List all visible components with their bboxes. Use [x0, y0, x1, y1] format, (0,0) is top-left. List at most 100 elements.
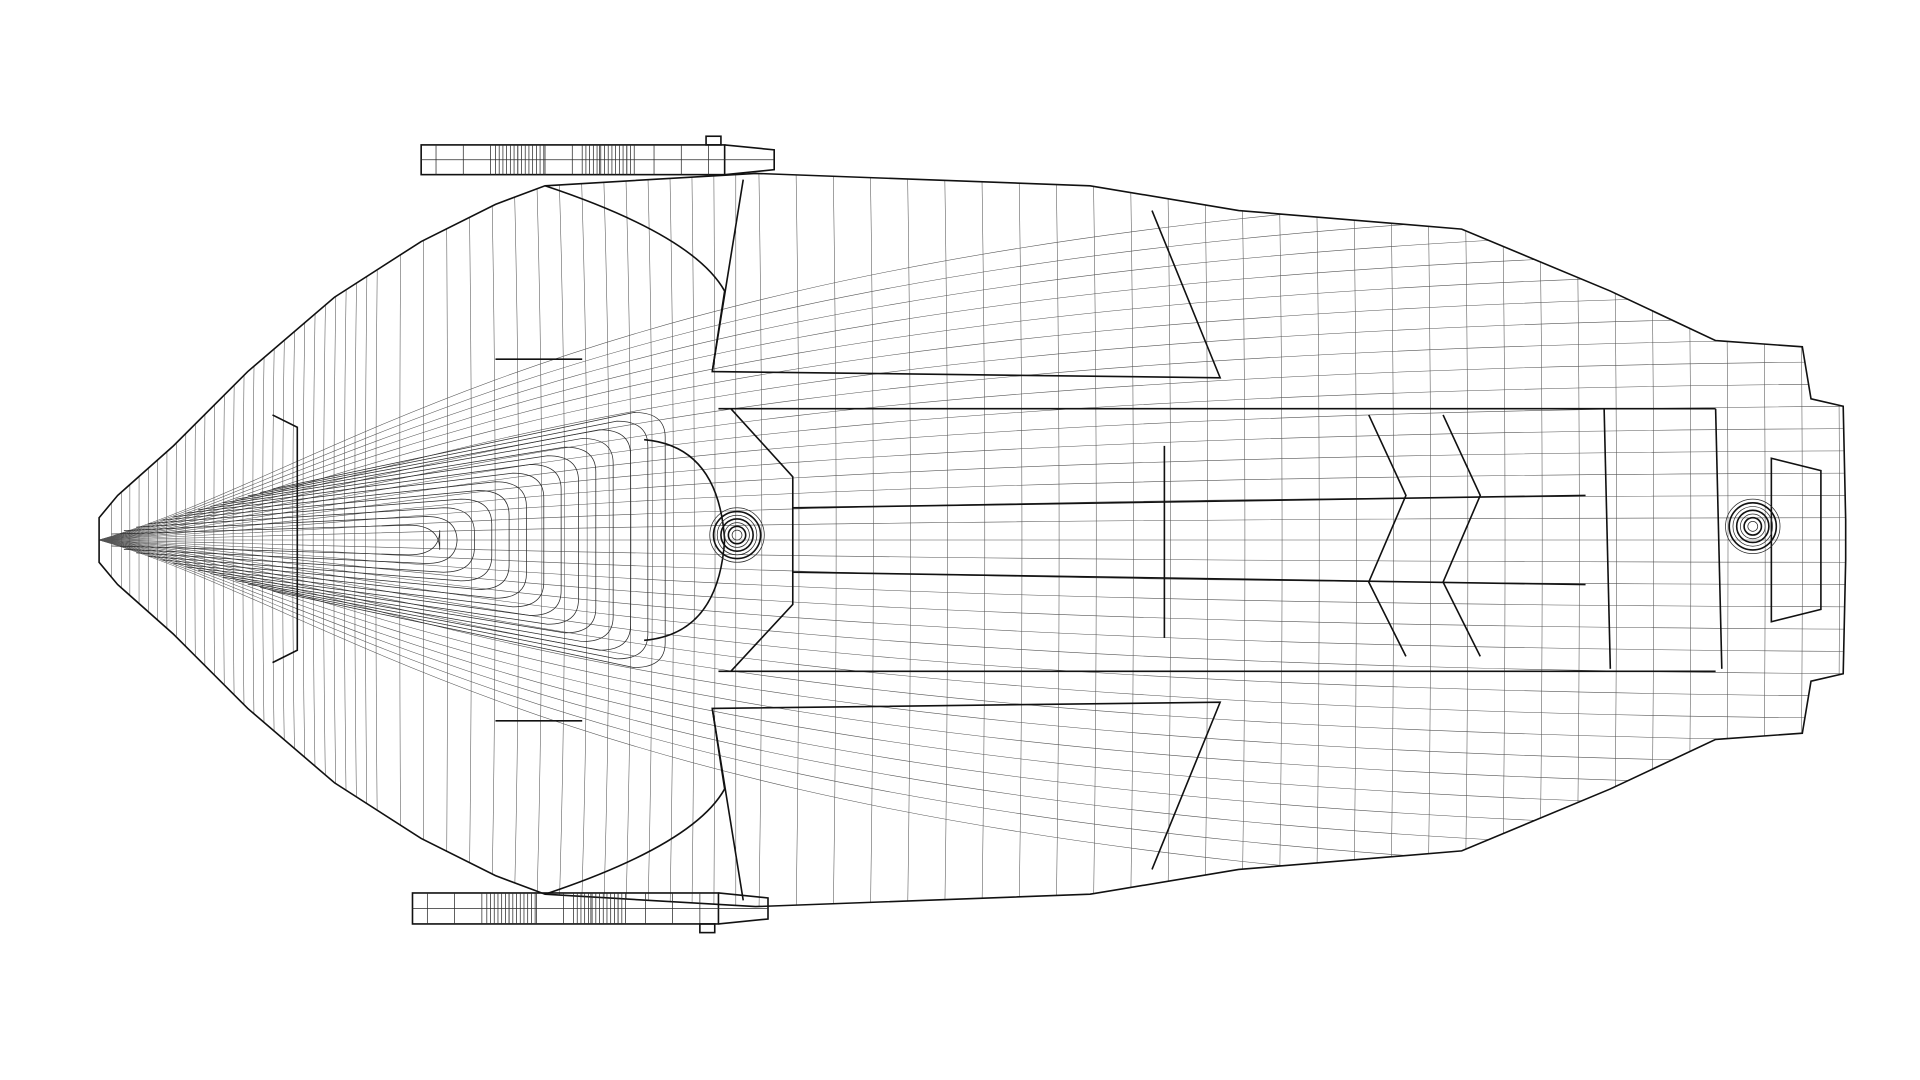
mesh-stringer [99, 539, 1846, 652]
panel-seam [711, 179, 745, 372]
nose-loop [148, 498, 493, 582]
mesh-rib [1538, 173, 1543, 907]
mesh-rib [832, 173, 837, 907]
mesh-rib [1055, 173, 1060, 907]
mesh-rib [333, 173, 340, 907]
panel-seam [544, 701, 1222, 895]
mesh-stringer [99, 539, 1846, 608]
mesh-rib [1724, 173, 1729, 907]
panel-seam [1770, 457, 1822, 623]
mesh-rib [1649, 173, 1654, 907]
hatch-ring-icon [1740, 513, 1766, 540]
mesh-stringer [99, 539, 1846, 630]
nacelle-port [420, 135, 775, 176]
mesh-rib [232, 173, 241, 907]
mesh-stringer [99, 339, 1846, 541]
mesh-rib [490, 173, 496, 907]
mesh-stringer [99, 405, 1846, 541]
mesh-rib [252, 173, 261, 907]
mesh-rib [1092, 173, 1097, 907]
mesh-rib [1352, 173, 1357, 907]
mesh-rib [467, 173, 472, 907]
mesh-rib [943, 173, 948, 907]
mesh-rib [323, 173, 330, 907]
mesh-stringer [99, 383, 1846, 541]
mesh-stringer [99, 539, 1846, 741]
mesh-stringer [99, 294, 1846, 541]
panel-seam [1714, 408, 1723, 669]
nose-loop [272, 412, 666, 668]
mesh-rib [1017, 173, 1023, 907]
panel-seam [792, 571, 1586, 586]
mesh-rib [757, 173, 763, 907]
mesh-rib [690, 173, 695, 907]
mesh-rib [272, 173, 281, 907]
mesh-rib [1686, 173, 1692, 907]
hatch-ring-icon [720, 518, 754, 552]
hatch-ring-icon [724, 522, 750, 548]
mesh-stringer [99, 539, 1846, 697]
mesh-rib [1129, 173, 1134, 907]
nose-loop [136, 507, 475, 573]
nose-loop [123, 516, 458, 564]
mesh-rib [185, 173, 192, 907]
mesh-rib [906, 173, 911, 907]
mesh-stringer [99, 361, 1846, 541]
nacelle-emitter [699, 923, 716, 934]
mesh-rib [1203, 173, 1209, 907]
mesh-stringer [99, 539, 1846, 786]
mesh-rib [557, 173, 565, 907]
hatch-ring-icon [709, 507, 765, 563]
mesh-rib [512, 173, 519, 907]
mesh-rib [223, 173, 231, 907]
nacelle-starboard [411, 892, 769, 934]
mesh-rib [399, 173, 402, 907]
panel-seam [1367, 414, 1407, 657]
mesh-stringer [99, 227, 1846, 541]
mesh-stringer [99, 539, 1846, 675]
mesh-stringer [99, 517, 1846, 541]
mesh-stringer [99, 539, 1846, 563]
mesh-rib [312, 173, 320, 907]
mesh-rib [1278, 173, 1283, 907]
mesh-stringer [99, 450, 1846, 541]
panel-seam [1603, 408, 1612, 669]
nacelle-emitter [705, 135, 722, 146]
mesh-rib [1426, 173, 1431, 907]
nose-loop [210, 455, 579, 625]
panel-seam [644, 438, 726, 642]
hatch-ring-icon [1725, 498, 1781, 554]
hatch-ring-icon [716, 514, 758, 556]
nose-loop [198, 464, 562, 616]
panel-seam [792, 494, 1586, 509]
mesh-rib [1575, 173, 1580, 907]
hull-outline [98, 172, 1847, 908]
nose-loop [185, 472, 545, 608]
mesh-stringer [99, 316, 1846, 541]
mesh-stringer [99, 539, 1846, 719]
panel-seam [711, 708, 745, 901]
mesh-rib [344, 173, 350, 907]
mesh-stringer [99, 428, 1846, 541]
mesh-stringer [99, 539, 1846, 831]
mesh-rib [646, 173, 653, 907]
mesh-rib [668, 173, 674, 907]
mesh-rib [375, 173, 380, 907]
panel-seam [730, 408, 794, 672]
mesh-stringer [99, 539, 1846, 853]
mesh-rib [1315, 173, 1320, 907]
mesh-stringer [99, 272, 1846, 541]
mesh-rib [1166, 173, 1171, 907]
mesh-rib [262, 173, 271, 907]
hatch-ring-icon [727, 525, 747, 545]
nose-loop [235, 438, 614, 642]
hatch-ring-icon [712, 510, 762, 560]
mesh-rib [242, 173, 251, 907]
mesh-stringer [99, 472, 1846, 541]
hatch-ring-icon [1747, 521, 1759, 532]
mesh-rib [601, 173, 610, 907]
mesh-rib [1501, 173, 1506, 907]
mesh-rib [1389, 173, 1394, 907]
hatch-ring-icon [1728, 502, 1778, 551]
